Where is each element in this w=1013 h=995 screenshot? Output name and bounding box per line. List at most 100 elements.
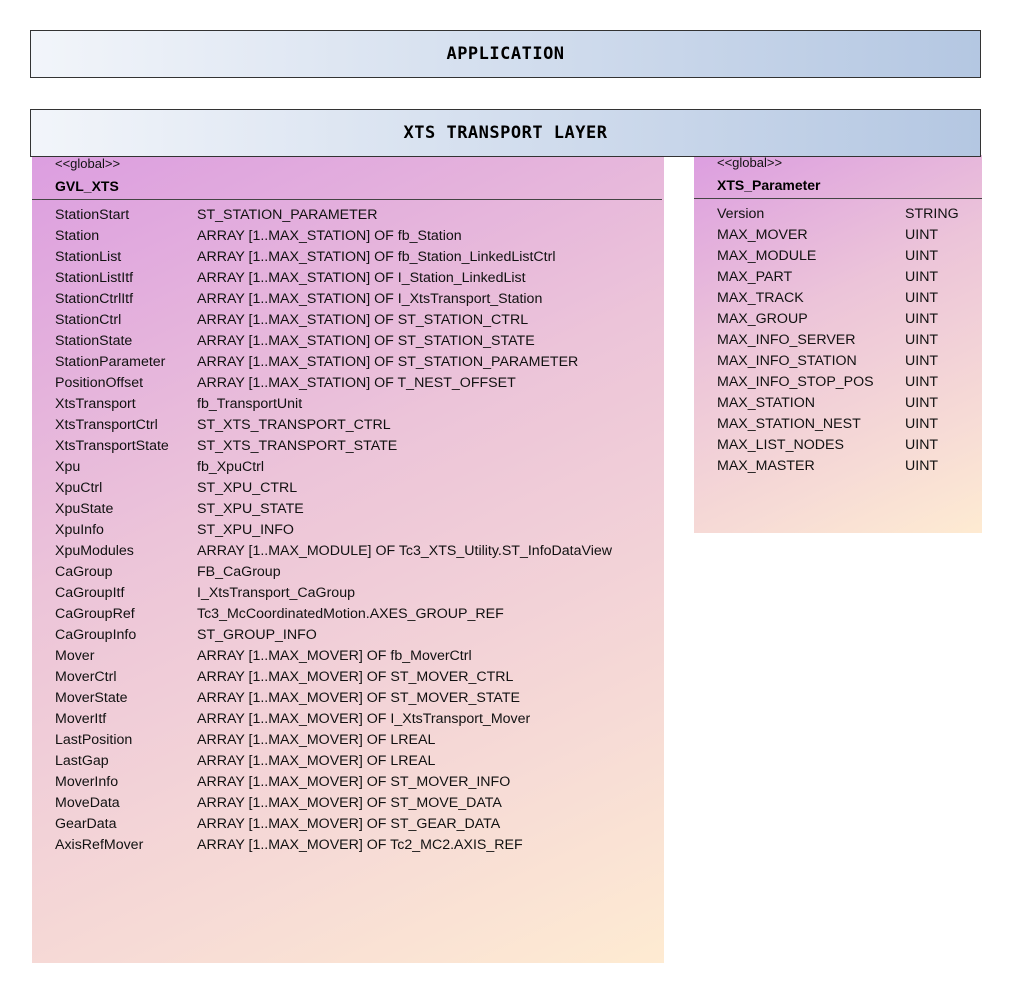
attribute-type: UINT <box>905 374 939 390</box>
attribute-row: XpuInfo ST_XPU_INFO <box>55 520 655 541</box>
attribute-row: MAX_MASTER UINT <box>717 456 977 477</box>
attribute-type: Tc3_McCoordinatedMotion.AXES_GROUP_REF <box>197 606 504 622</box>
attribute-name: StationList <box>55 249 122 265</box>
application-layer-bar: APPLICATION <box>30 30 981 78</box>
attribute-row: XtsTransportCtrl ST_XTS_TRANSPORT_CTRL <box>55 415 655 436</box>
attribute-name: MAX_MASTER <box>717 458 815 474</box>
attribute-type: ARRAY [1..MAX_MOVER] OF I_XtsTransport_M… <box>197 711 531 727</box>
attribute-row: StationList ARRAY [1..MAX_STATION] OF fb_… <box>55 247 655 268</box>
attribute-type: ARRAY [1..MAX_STATION] OF fb_Station <box>197 228 462 244</box>
attribute-type: FB_CaGroup <box>197 564 281 580</box>
attribute-type: ARRAY [1..MAX_STATION] OF ST_STATION_PAR… <box>197 354 579 370</box>
attribute-type: UINT <box>905 227 939 243</box>
attribute-type: ARRAY [1..MAX_MOVER] OF ST_MOVER_INFO <box>197 774 511 790</box>
attribute-name: StationCtrl <box>55 312 122 328</box>
attribute-name: XtsTransportCtrl <box>55 417 158 433</box>
attribute-name: MAX_MODULE <box>717 248 817 264</box>
attribute-row: CaGroup FB_CaGroup <box>55 562 655 583</box>
attribute-type: UINT <box>905 353 939 369</box>
attribute-row: XpuState ST_XPU_STATE <box>55 499 655 520</box>
attribute-name: MAX_STATION <box>717 395 816 411</box>
attribute-type: ARRAY [1..MAX_STATION] OF fb_Station_Lin… <box>197 249 556 265</box>
attribute-name: StationState <box>55 333 133 349</box>
attribute-row: PositionOffset ARRAY [1..MAX_STATION] OF … <box>55 373 655 394</box>
attribute-row: XpuModules ARRAY [1..MAX_MODULE] OF Tc3_X… <box>55 541 655 562</box>
attribute-row: StationListItf ARRAY [1..MAX_STATION] OF … <box>55 268 655 289</box>
attribute-type: ST_XPU_STATE <box>197 501 304 517</box>
attribute-type: ARRAY [1..MAX_STATION] OF T_NEST_OFFSET <box>197 375 516 391</box>
attribute-row: StationParameter ARRAY [1..MAX_STATION] O… <box>55 352 655 373</box>
attribute-name: XpuState <box>55 501 114 517</box>
attribute-name: PositionOffset <box>55 375 144 391</box>
attribute-type: STRING <box>905 206 959 222</box>
attribute-name: XpuInfo <box>55 522 104 538</box>
attribute-name: MAX_LIST_NODES <box>717 437 844 453</box>
attribute-type: ARRAY [1..MAX_STATION] OF I_XtsTransport… <box>197 291 543 307</box>
attribute-name: MoverItf <box>55 711 107 727</box>
attribute-type: ST_XTS_TRANSPORT_CTRL <box>197 417 391 433</box>
attribute-row: Station ARRAY [1..MAX_STATION] OF fb_Stat… <box>55 226 655 247</box>
transport-layer-bar: XTS TRANSPORT LAYER <box>30 109 981 157</box>
attribute-row: StationCtrlItf ARRAY [1..MAX_STATION] OF … <box>55 289 655 310</box>
attribute-name: MAX_INFO_SERVER <box>717 332 856 348</box>
attribute-name: LastPosition <box>55 732 133 748</box>
attribute-row: MoveData ARRAY [1..MAX_MOVER] OF ST_MOVE_… <box>55 793 655 814</box>
attribute-type: UINT <box>905 416 939 432</box>
attribute-type: ARRAY [1..MAX_MODULE] OF Tc3_XTS_Utility… <box>197 543 612 559</box>
attribute-type: ST_STATION_PARAMETER <box>197 207 378 223</box>
attribute-type: ARRAY [1..MAX_MOVER] OF LREAL <box>197 732 436 748</box>
attribute-name: StationCtrlItf <box>55 291 134 307</box>
attribute-type: ARRAY [1..MAX_STATION] OF ST_STATION_CTR… <box>197 312 529 328</box>
application-layer-label: APPLICATION <box>446 44 565 64</box>
attribute-name: CaGroup <box>55 564 113 580</box>
attribute-name: XpuModules <box>55 543 134 559</box>
attribute-name: Version <box>717 206 765 222</box>
gvl-class-name: GVL_XTS <box>55 178 119 194</box>
attribute-name: XpuCtrl <box>55 480 103 496</box>
attribute-type: UINT <box>905 332 939 348</box>
attribute-name: StationListItf <box>55 270 134 286</box>
attribute-type: ST_XPU_INFO <box>197 522 294 538</box>
attribute-name: StationParameter <box>55 354 166 370</box>
attribute-row: MAX_MODULE UINT <box>717 246 977 267</box>
attribute-type: UINT <box>905 458 939 474</box>
gvl-stereotype: <<global>> <box>55 156 121 171</box>
attribute-row: LastPosition ARRAY [1..MAX_MOVER] OF LREA… <box>55 730 655 751</box>
attribute-type: UINT <box>905 395 939 411</box>
attribute-row: MAX_STATION UINT <box>717 393 977 414</box>
attribute-type: ARRAY [1..MAX_MOVER] OF LREAL <box>197 753 436 769</box>
attribute-name: MAX_GROUP <box>717 311 808 327</box>
attribute-name: Station <box>55 228 100 244</box>
attribute-type: ARRAY [1..MAX_STATION] OF I_Station_Link… <box>197 270 526 286</box>
attribute-name: MAX_TRACK <box>717 290 804 306</box>
attribute-name: MAX_MOVER <box>717 227 808 243</box>
attribute-type: ST_GROUP_INFO <box>197 627 317 643</box>
attribute-type: fb_XpuCtrl <box>197 459 265 475</box>
attribute-type: fb_TransportUnit <box>197 396 303 412</box>
param-attribute-list: Version STRING MAX_MOVER UINT MAX_MODULE UINT… <box>717 204 977 477</box>
attribute-name: MoveData <box>55 795 120 811</box>
attribute-type: ARRAY [1..MAX_MOVER] OF ST_MOVER_CTRL <box>197 669 514 685</box>
attribute-row: MAX_INFO_SERVER UINT <box>717 330 977 351</box>
attribute-name: CaGroupRef <box>55 606 135 622</box>
attribute-type: ST_XPU_CTRL <box>197 480 298 496</box>
attribute-type: UINT <box>905 248 939 264</box>
attribute-name: MAX_PART <box>717 269 793 285</box>
attribute-type: ST_XTS_TRANSPORT_STATE <box>197 438 398 454</box>
attribute-type: ARRAY [1..MAX_MOVER] OF Tc2_MC2.AXIS_REF <box>197 837 523 853</box>
attribute-type: ARRAY [1..MAX_MOVER] OF ST_MOVE_DATA <box>197 795 502 811</box>
